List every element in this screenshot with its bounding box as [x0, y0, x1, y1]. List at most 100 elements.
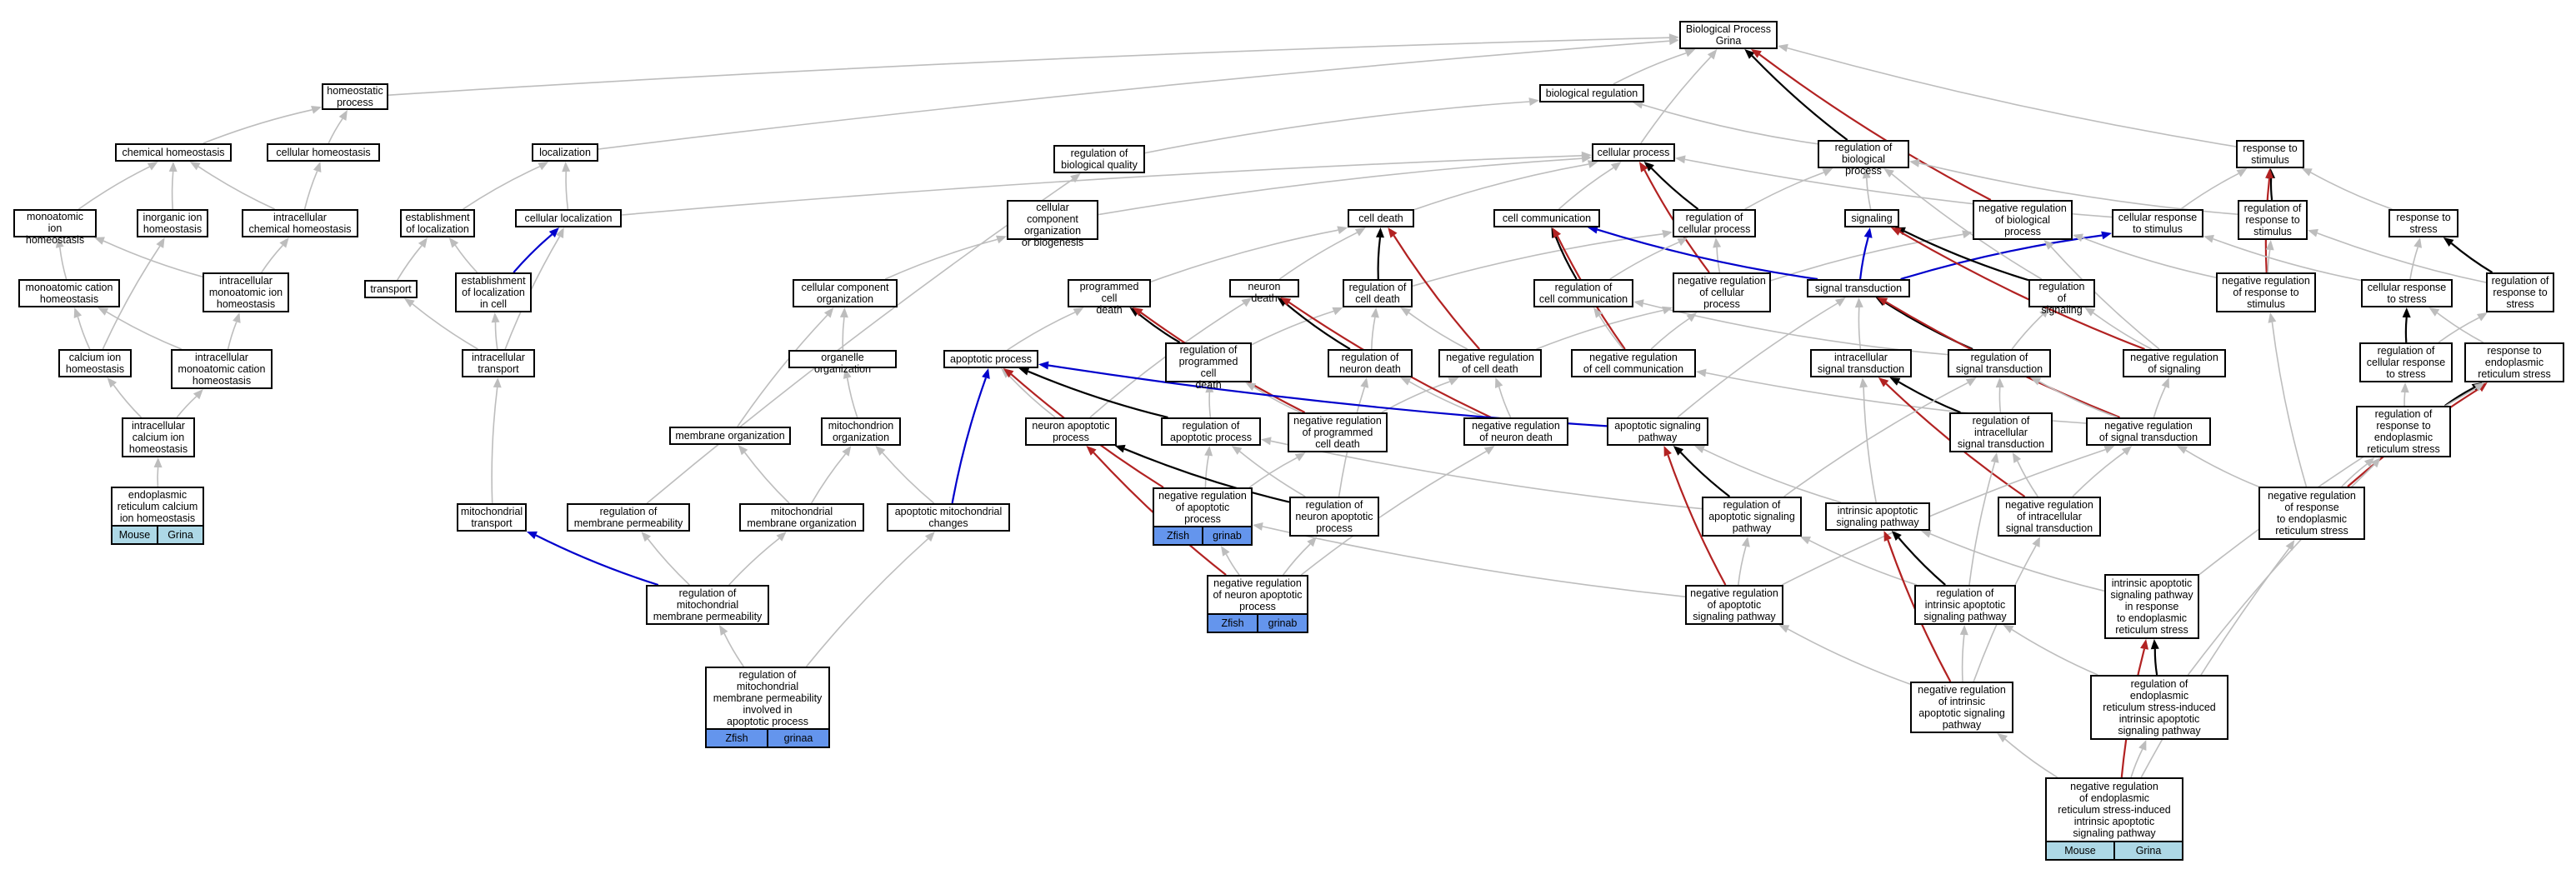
- go-term-node[interactable]: regulation of signaling: [2028, 279, 2095, 316]
- go-term-node[interactable]: negative regulation of cell communicatio…: [1571, 349, 1696, 377]
- go-term-node[interactable]: membrane organization: [669, 427, 791, 445]
- go-term-node[interactable]: intracellular transport: [462, 349, 535, 377]
- go-term-label: regulation of biological quality: [1061, 147, 1138, 171]
- go-term-node[interactable]: regulation of response to endoplasmic re…: [2356, 406, 2451, 457]
- go-term-node[interactable]: mitochondrial transport: [457, 503, 527, 532]
- go-term-node[interactable]: biological regulation: [1539, 84, 1644, 102]
- relation-edge: [2140, 547, 2290, 778]
- go-term-node[interactable]: neuron apoptotic process: [1025, 417, 1117, 446]
- go-term-node[interactable]: cellular response to stress: [2361, 279, 2453, 307]
- go-term-node[interactable]: response to endoplasmic reticulum stress: [2464, 342, 2564, 382]
- go-term-node[interactable]: apoptotic signaling pathway: [1607, 417, 1708, 446]
- go-term-node[interactable]: negative regulation of cell death: [1438, 349, 1542, 377]
- go-term-node[interactable]: regulation of response to stress: [2486, 272, 2554, 312]
- go-term-node[interactable]: monoatomic cation homeostasis: [18, 279, 120, 307]
- go-term-node[interactable]: negative regulation of apoptotic process…: [1153, 487, 1253, 546]
- go-term-node[interactable]: localization: [532, 143, 598, 162]
- go-term-node[interactable]: regulation of cell communication: [1533, 279, 1633, 307]
- go-term-node[interactable]: mitochondrion organization: [821, 417, 901, 446]
- go-term-node[interactable]: regulation of response to stimulus: [2238, 200, 2308, 240]
- go-term-node[interactable]: intrinsic apoptotic signaling pathway in…: [2104, 574, 2199, 639]
- go-term-node[interactable]: negative regulation of response to stimu…: [2216, 272, 2316, 312]
- go-term-label: regulation of neuron death: [1339, 352, 1401, 375]
- go-term-node[interactable]: apoptotic mitochondrial changes: [887, 503, 1010, 532]
- go-term-node[interactable]: transport: [364, 280, 418, 298]
- go-term-node[interactable]: homeostatic process: [322, 83, 388, 110]
- go-term-node[interactable]: regulation of endoplasmic reticulum stre…: [2090, 675, 2228, 740]
- species-tag: Zfish: [707, 730, 768, 747]
- go-term-node[interactable]: regulation of biological process: [1818, 140, 1909, 177]
- go-term-node[interactable]: intracellular monoatomic cation homeosta…: [171, 349, 273, 389]
- go-term-node[interactable]: cell death: [1348, 209, 1414, 227]
- go-term-node[interactable]: cellular component organization: [793, 279, 898, 307]
- go-term-node[interactable]: intrinsic apoptotic signaling pathway: [1825, 502, 1930, 531]
- relation-edge: [2267, 249, 2271, 273]
- go-term-node[interactable]: programmed cell death: [1068, 279, 1151, 316]
- go-term-node[interactable]: monoatomic ion homeostasis: [13, 209, 97, 246]
- go-term-node[interactable]: establishment of localization in cell: [455, 272, 532, 312]
- arrowhead: [2039, 307, 2049, 318]
- go-term-node[interactable]: regulation of mitochondrial membrane per…: [646, 585, 769, 625]
- go-term-node[interactable]: intracellular signal transduction: [1810, 349, 1912, 377]
- go-term-node[interactable]: regulation of cellular response to stres…: [2359, 342, 2453, 382]
- go-term-node[interactable]: cell communication: [1493, 209, 1600, 227]
- go-term-node[interactable]: negative regulation of neuron apoptotic …: [1207, 575, 1308, 633]
- go-term-node[interactable]: organelle organization: [788, 350, 897, 375]
- go-term-node[interactable]: calcium ion homeostasis: [58, 349, 132, 377]
- go-term-node[interactable]: cellular localization: [515, 209, 622, 227]
- arrowhead: [2477, 312, 2488, 322]
- go-term-node[interactable]: intracellular calcium ion homeostasis: [122, 417, 195, 457]
- go-term-node[interactable]: neuron death: [1229, 279, 1299, 304]
- go-term-node[interactable]: regulation of membrane permeability: [567, 503, 690, 532]
- go-term-node[interactable]: negative regulation of signal transducti…: [2086, 417, 2211, 446]
- go-term-node[interactable]: regulation of apoptotic process: [1161, 417, 1261, 446]
- go-term-node[interactable]: regulation of programmed cell death: [1165, 342, 1252, 391]
- arrowhead: [2370, 457, 2381, 468]
- arrowhead: [1552, 227, 1561, 238]
- relation-edge: [882, 452, 935, 504]
- go-term-node[interactable]: regulation of neuron apoptotic process: [1289, 497, 1379, 537]
- go-term-node[interactable]: chemical homeostasis: [115, 143, 232, 162]
- go-term-node[interactable]: cellular component organization or bioge…: [1007, 200, 1098, 248]
- go-term-node[interactable]: intracellular monoatomic ion homeostasis: [203, 272, 289, 312]
- go-term-node[interactable]: negative regulation of apoptotic signali…: [1685, 585, 1783, 625]
- go-term-node[interactable]: regulation of mitochondrial membrane per…: [705, 667, 830, 748]
- go-term-node[interactable]: negative regulation of response to endop…: [2258, 487, 2365, 540]
- go-term-node[interactable]: regulation of neuron death: [1328, 349, 1413, 377]
- go-term-node[interactable]: negative regulation of intrinsic apoptot…: [1910, 682, 2013, 733]
- go-term-node[interactable]: inorganic ion homeostasis: [137, 209, 208, 237]
- go-term-node[interactable]: signal transduction: [1807, 279, 1910, 297]
- go-term-node[interactable]: establishment of localization: [400, 209, 475, 237]
- go-term-node[interactable]: cellular homeostasis: [267, 143, 380, 162]
- species-tag: Zfish: [1154, 527, 1203, 544]
- go-term-node[interactable]: response to stimulus: [2236, 140, 2304, 168]
- go-term-node[interactable]: regulation of biological quality: [1053, 145, 1145, 173]
- go-term-node[interactable]: endoplasmic reticulum calcium ion homeos…: [111, 487, 204, 545]
- go-term-node[interactable]: regulation of cellular process: [1673, 209, 1756, 237]
- go-term-node[interactable]: negative regulation of neuron death: [1463, 417, 1568, 446]
- go-term-node[interactable]: response to stress: [2388, 209, 2458, 237]
- arrowhead: [93, 237, 105, 245]
- relation-edge: [1961, 634, 1965, 682]
- go-term-node[interactable]: negative regulation of cellular process: [1673, 272, 1771, 312]
- go-term-node[interactable]: negative regulation of intracellular sig…: [1998, 497, 2101, 537]
- go-term-node[interactable]: regulation of intrinsic apoptotic signal…: [1914, 585, 2016, 625]
- go-term-node[interactable]: cellular response to stimulus: [2112, 209, 2203, 237]
- go-term-node[interactable]: regulation of cell death: [1343, 279, 1413, 307]
- go-term-node[interactable]: Biological Process Grina: [1679, 21, 1778, 49]
- go-term-node[interactable]: negative regulation of programmed cell d…: [1288, 412, 1388, 452]
- go-term-node[interactable]: negative regulation of signaling: [2123, 349, 2226, 377]
- go-term-node[interactable]: regulation of apoptotic signaling pathwa…: [1702, 497, 1802, 537]
- go-term-node[interactable]: negative regulation of biological proces…: [1973, 200, 2073, 240]
- go-term-node[interactable]: regulation of signal transduction: [1948, 349, 2051, 377]
- arrowhead: [2473, 382, 2485, 392]
- go-term-node[interactable]: regulation of intracellular signal trans…: [1949, 412, 2053, 452]
- arrowhead: [996, 235, 1007, 244]
- go-term-node[interactable]: cellular process: [1592, 143, 1675, 162]
- go-term-node[interactable]: apoptotic process: [943, 350, 1038, 368]
- go-term-node[interactable]: mitochondrial membrane organization: [739, 503, 864, 532]
- go-term-node[interactable]: intracellular chemical homeostasis: [242, 209, 358, 237]
- go-term-node[interactable]: signaling: [1844, 209, 1899, 227]
- go-term-node[interactable]: negative regulation of endoplasmic retic…: [2045, 777, 2183, 861]
